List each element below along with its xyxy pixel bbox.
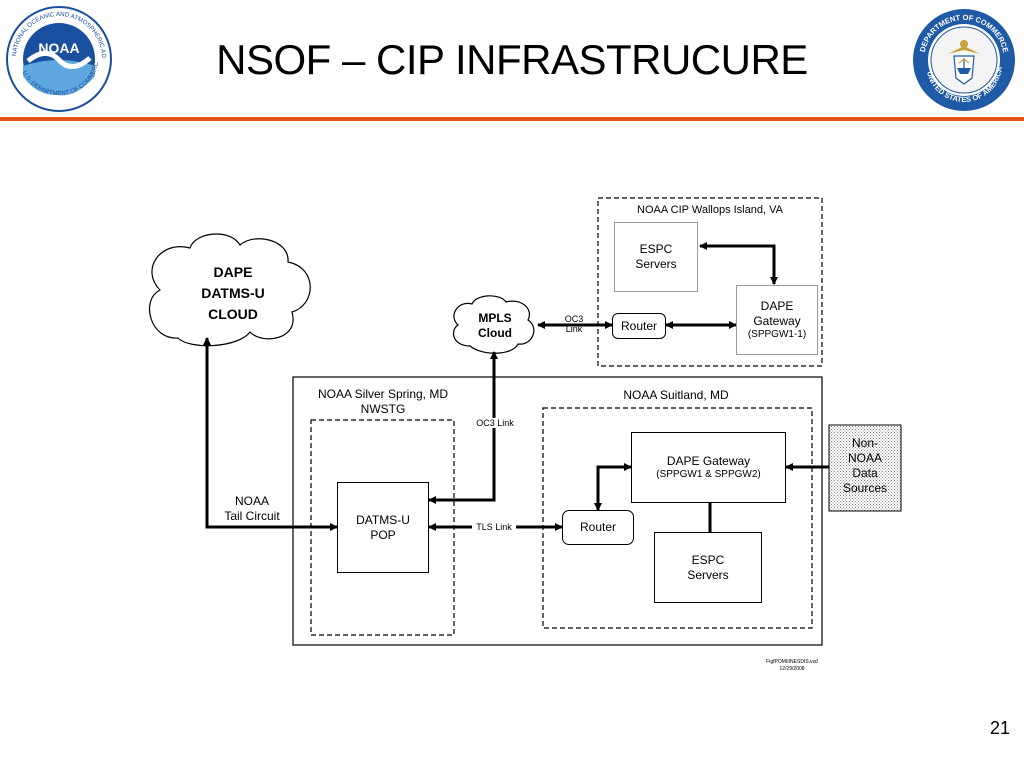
title-rule — [0, 117, 1024, 121]
mpls-cloud-line1: MPLS — [478, 311, 512, 325]
suitland-router-gateway-line — [594, 463, 632, 511]
wallops-dape-gateway: DAPE Gateway (SPPGW1-1) — [736, 285, 818, 355]
mpls-cloud-label: MPLS Cloud — [460, 311, 530, 341]
noaa-logo-text: NOAA — [38, 40, 79, 56]
wallops-gateway-line3: (SPPGW1-1) — [747, 329, 807, 340]
suitland-router: Router — [562, 510, 634, 545]
department-of-commerce-seal-icon: DEPARTMENT OF COMMERCE UNITED STATES OF … — [912, 8, 1016, 112]
page-number: 21 — [989, 718, 1010, 738]
suitland-boundary — [542, 407, 813, 629]
suitland-dape-gateway: DAPE Gateway (SPPGW1 & SPPGW2) — [631, 432, 786, 503]
dape-cloud-label: DAPE DATMS-U CLOUD — [178, 262, 288, 325]
tail-circuit-line2: Tail Circuit — [224, 509, 280, 523]
silver-spring-title-line1: NOAA Silver Spring, MD — [317, 387, 449, 401]
non-noaa-line2: NOAA — [847, 451, 882, 465]
datms-line2: POP — [370, 527, 396, 542]
tls-link-label: TLS Link — [472, 522, 516, 532]
wallops-router: Router — [612, 313, 666, 339]
non-noaa-line1: Non- — [851, 436, 878, 450]
wallops-espc-servers: ESPC Servers — [614, 222, 698, 292]
oc3-top-line2: Link — [565, 324, 583, 334]
oc3-vertical-line — [428, 351, 498, 504]
wallops-espc-line2: Servers — [635, 257, 677, 271]
datms-u-pop: DATMS-U POP — [337, 482, 429, 573]
silver-spring-title: NOAA Silver Spring, MD NWSTG — [296, 387, 470, 417]
wallops-gateway-line1: DAPE — [760, 299, 794, 313]
non-noaa-line3: Data — [852, 466, 878, 480]
dape-cloud-line2: DATMS-U — [201, 285, 265, 301]
dape-cloud-line3: CLOUD — [208, 306, 258, 322]
maryland-sites-boundary — [292, 376, 823, 646]
slide-title: NSOF – CIP INFRASTRUCURE — [216, 36, 808, 83]
mpls-cloud-shape — [452, 295, 535, 354]
footer-file-info: FigfPOMIIINESDIS.vsd 12/29/2008 — [752, 659, 832, 673]
suitland-espc-servers: ESPC Servers — [654, 532, 762, 603]
silver-spring-title-line2: NWSTG — [360, 402, 406, 416]
suitland-gateway-line1: DAPE Gateway — [666, 454, 751, 468]
non-noaa-label: Non- NOAA Data Sources — [829, 436, 901, 496]
suitland-title: NOAA Suitland, MD — [623, 388, 729, 402]
footer-file-date: 12/29/2008 — [779, 666, 805, 672]
tail-circuit-label: NOAA Tail Circuit — [212, 494, 292, 524]
oc3-top-line1: OC3 — [564, 314, 584, 324]
wallops-site-boundary — [597, 197, 823, 367]
suitland-espc-line1: ESPC — [691, 552, 725, 567]
wallops-site-title: NOAA CIP Wallops Island, VA — [637, 204, 783, 216]
oc3-top-link-label: OC3 Link — [556, 314, 592, 334]
mpls-cloud-line2: Cloud — [478, 326, 512, 340]
non-noaa-line4: Sources — [842, 481, 888, 495]
wallops-espc-gateway-line — [699, 242, 778, 285]
wallops-espc-line1: ESPC — [639, 242, 673, 256]
oc3-vertical-link-label: OC3 Link — [470, 418, 520, 428]
suitland-espc-line2: Servers — [687, 567, 729, 582]
non-noaa-box — [828, 424, 902, 512]
noaa-logo-icon: NOAA NATIONAL OCEANIC AND ATMOSPHERIC AD… — [3, 1, 112, 112]
suitland-gateway-line2: (SPPGW1 & SPPGW2) — [656, 469, 761, 480]
footer-file-name: FigfPOMIIINESDIS.vsd — [766, 659, 818, 665]
datms-line1: DATMS-U — [356, 512, 410, 527]
wallops-gateway-line2: Gateway — [753, 314, 801, 328]
tail-circuit-line1: NOAA — [234, 494, 269, 508]
dape-cloud-shape — [149, 233, 311, 347]
dape-cloud-line1: DAPE — [213, 264, 253, 280]
